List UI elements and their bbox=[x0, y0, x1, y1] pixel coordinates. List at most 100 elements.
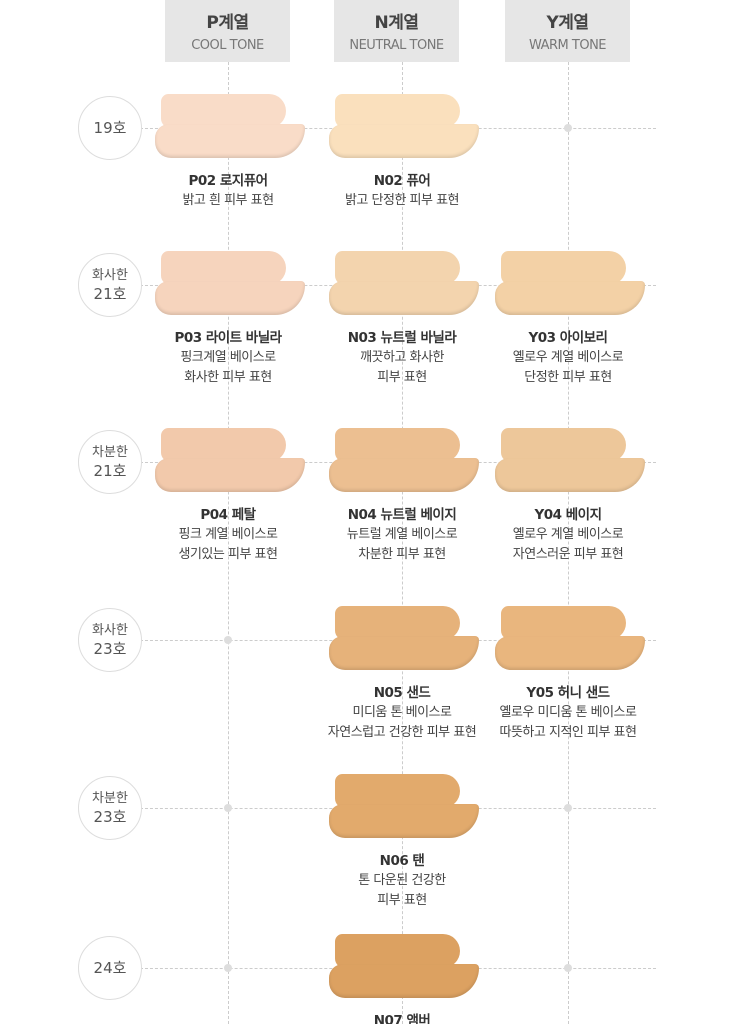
product-description: 피부 표현 bbox=[377, 893, 427, 908]
shade-level-number: 24호 bbox=[93, 958, 127, 977]
swatch-stroke-top bbox=[161, 428, 286, 462]
product-description: 옐로우 계열 베이스로 bbox=[512, 350, 624, 365]
column-header: N계열 NEUTRAL TONE bbox=[334, 0, 459, 62]
product-swatch bbox=[153, 426, 305, 496]
column-title: P계열 bbox=[206, 13, 249, 33]
product-name: Y03 아이보리 bbox=[528, 330, 608, 346]
product-name: N05 샌드 bbox=[373, 685, 431, 701]
shade-level-badge: 차분한 23호 bbox=[78, 776, 142, 840]
grid-dot bbox=[564, 804, 572, 812]
swatch-stroke-top bbox=[501, 606, 626, 640]
column-title: N계열 bbox=[374, 13, 419, 33]
product-swatch bbox=[327, 772, 479, 842]
product-name: P02 로지퓨어 bbox=[188, 173, 268, 189]
product-name: N04 뉴트럴 베이지 bbox=[347, 507, 457, 523]
swatch-stroke-bottom bbox=[495, 458, 645, 492]
product-swatch bbox=[327, 932, 479, 1002]
swatch-stroke-bottom bbox=[329, 458, 479, 492]
column-header: Y계열 WARM TONE bbox=[505, 0, 630, 62]
product-description: 자연스럽고 건강한 피부 표현 bbox=[327, 725, 477, 740]
swatch-stroke-bottom bbox=[155, 458, 305, 492]
swatch-stroke-top bbox=[501, 428, 626, 462]
column-subtitle: WARM TONE bbox=[528, 38, 607, 53]
swatch-stroke-bottom bbox=[329, 636, 479, 670]
shade-level-tone: 차분한 bbox=[92, 445, 128, 460]
swatch-stroke-top bbox=[335, 774, 460, 808]
swatch-stroke-bottom bbox=[495, 281, 645, 315]
product-description: 밝고 단정한 피부 표현 bbox=[344, 193, 460, 208]
product-description: 화사한 피부 표현 bbox=[184, 370, 272, 385]
product-swatch bbox=[327, 249, 479, 319]
shade-level-tone: 화사한 bbox=[92, 268, 128, 283]
product-description: 깨끗하고 화사한 bbox=[360, 350, 444, 365]
product-description: 핑크 계열 베이스로 bbox=[178, 527, 278, 542]
swatch-stroke-top bbox=[161, 251, 286, 285]
swatch-stroke-bottom bbox=[329, 124, 479, 158]
swatch-stroke-top bbox=[335, 934, 460, 968]
swatch-stroke-bottom bbox=[155, 281, 305, 315]
column-guide-line bbox=[402, 62, 403, 1024]
grid-dot bbox=[564, 964, 572, 972]
product-swatch bbox=[493, 604, 645, 674]
product-description: 생기있는 피부 표현 bbox=[178, 547, 278, 562]
shade-level-tone: 차분한 bbox=[92, 791, 128, 806]
swatch-stroke-top bbox=[335, 606, 460, 640]
swatch-stroke-bottom bbox=[329, 804, 479, 838]
shade-level-tone: 화사한 bbox=[92, 623, 128, 638]
swatch-stroke-bottom bbox=[495, 636, 645, 670]
product-description: 자연스러운 피부 표현 bbox=[512, 547, 624, 562]
column-subtitle: NEUTRAL TONE bbox=[349, 38, 444, 53]
product-swatch bbox=[327, 92, 479, 162]
product-description: 뉴트럴 계열 베이스로 bbox=[346, 527, 458, 542]
column-header: P계열 COOL TONE bbox=[165, 0, 290, 62]
product-name: Y04 베이지 bbox=[534, 507, 602, 523]
swatch-stroke-top bbox=[335, 428, 460, 462]
swatch-stroke-bottom bbox=[155, 124, 305, 158]
grid-dot bbox=[224, 636, 232, 644]
swatch-stroke-top bbox=[335, 251, 460, 285]
shade-level-badge: 19호 bbox=[78, 96, 142, 160]
swatch-stroke-top bbox=[501, 251, 626, 285]
swatch-stroke-top bbox=[335, 94, 460, 128]
product-swatch bbox=[153, 92, 305, 162]
product-swatch bbox=[493, 426, 645, 496]
product-description: 따뜻하고 지적인 피부 표현 bbox=[499, 725, 637, 740]
product-name: N07 앰버 bbox=[373, 1013, 431, 1024]
product-name: N06 탠 bbox=[379, 853, 425, 869]
product-description: 미디움 톤 베이스로 bbox=[352, 705, 452, 720]
grid-dot bbox=[224, 804, 232, 812]
swatch-stroke-top bbox=[161, 94, 286, 128]
product-swatch bbox=[327, 604, 479, 674]
column-guide-line bbox=[568, 62, 569, 1024]
shade-level-badge: 24호 bbox=[78, 936, 142, 1000]
column-subtitle: COOL TONE bbox=[191, 38, 264, 53]
product-description: 차분한 피부 표현 bbox=[358, 547, 446, 562]
shade-level-number: 23호 bbox=[93, 640, 127, 658]
shade-level-number: 21호 bbox=[93, 285, 127, 303]
swatch-stroke-bottom bbox=[329, 964, 479, 998]
product-description: 단정한 피부 표현 bbox=[524, 370, 612, 385]
shade-level-number: 19호 bbox=[93, 118, 127, 137]
product-label: N07 앰버 bbox=[307, 1011, 497, 1024]
product-description: 톤 다운된 건강한 bbox=[358, 873, 446, 888]
product-name: N03 뉴트럴 바닐라 bbox=[347, 330, 457, 346]
column-title: Y계열 bbox=[546, 13, 589, 33]
shade-level-number: 23호 bbox=[93, 808, 127, 826]
product-name: P03 라이트 바닐라 bbox=[174, 330, 282, 346]
product-swatch bbox=[327, 426, 479, 496]
product-description: 피부 표현 bbox=[377, 370, 427, 385]
product-description: 옐로우 계열 베이스로 bbox=[512, 527, 624, 542]
product-name: Y05 허니 샌드 bbox=[526, 685, 610, 701]
swatch-stroke-bottom bbox=[329, 281, 479, 315]
